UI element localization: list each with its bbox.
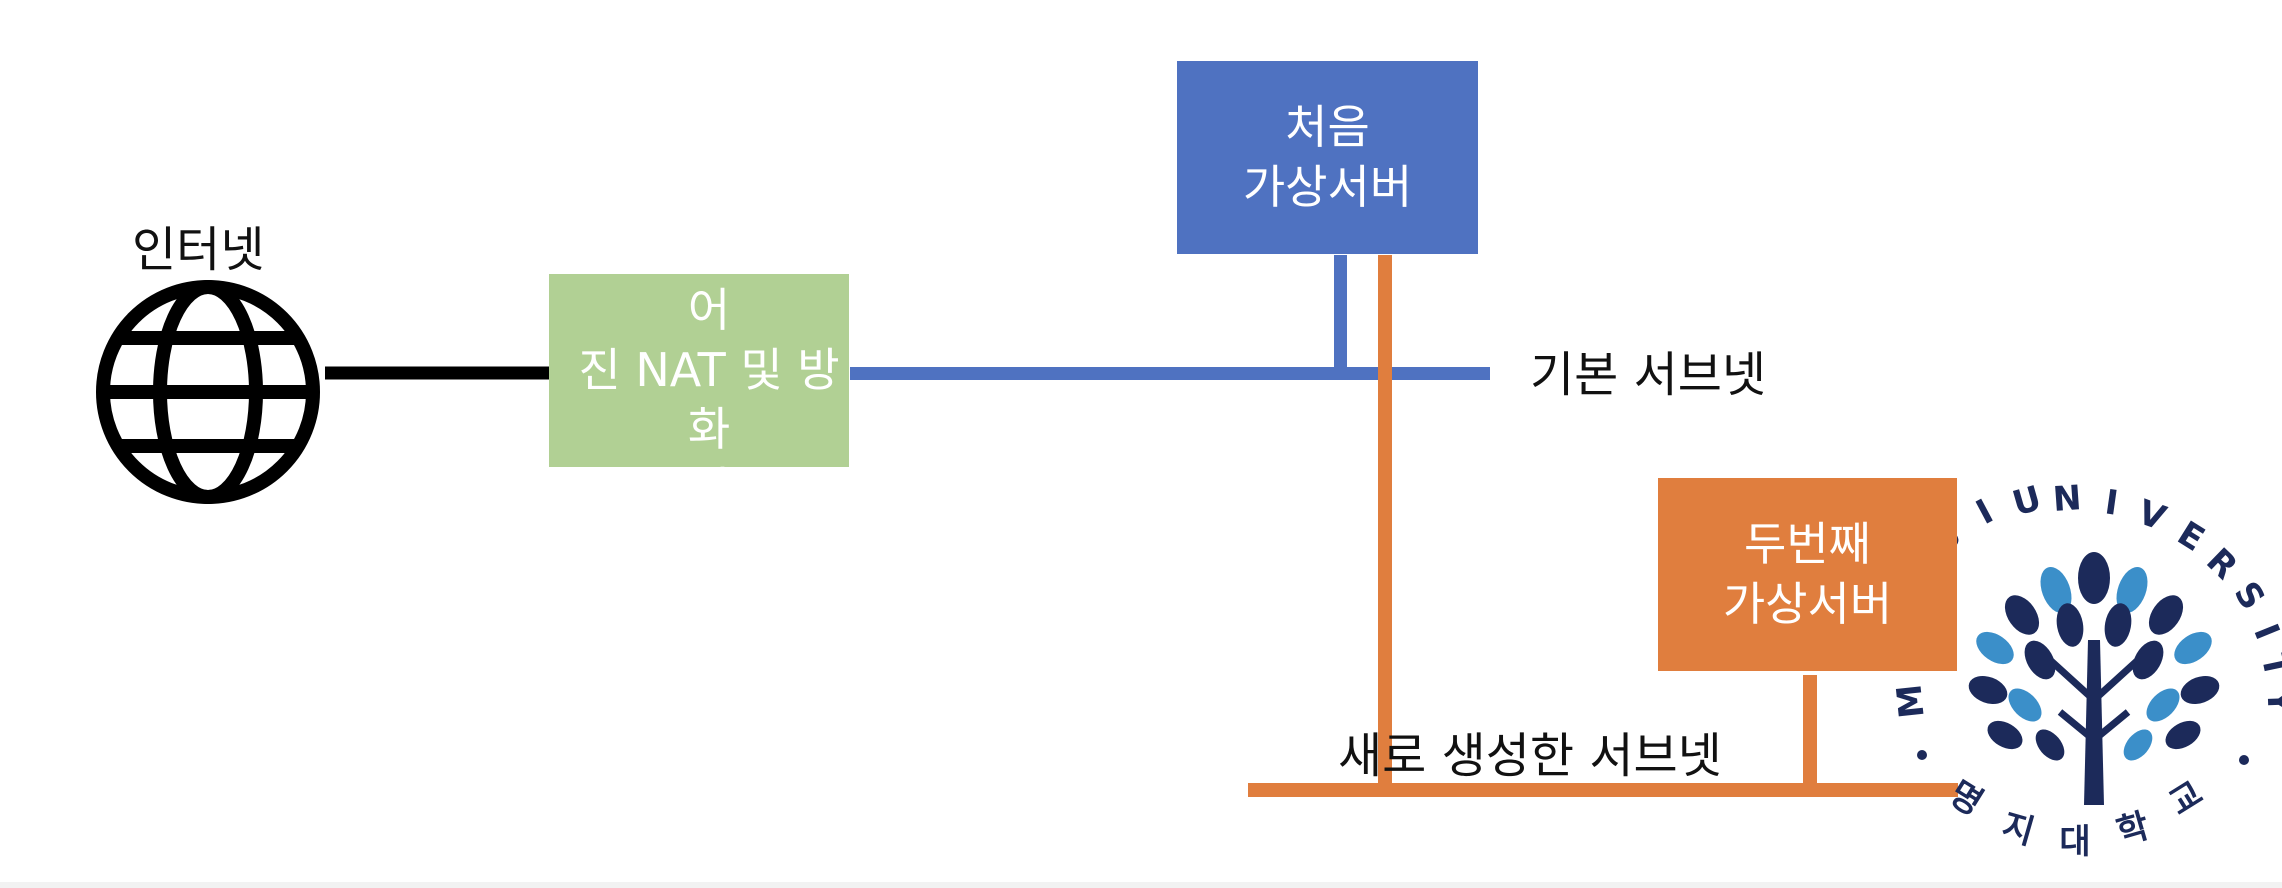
first-server-text: 처음 가상서버 <box>1242 99 1413 214</box>
svg-text:학: 학 <box>2112 806 2153 853</box>
svg-text:N: N <box>2052 478 2083 520</box>
nat-firewall-text: 묵시적으로 주어 진 NAT 및 방화 벽 <box>575 274 844 467</box>
svg-text:U: U <box>2008 478 2046 524</box>
svg-text:I: I <box>2102 482 2120 523</box>
svg-text:T: T <box>2253 650 2282 682</box>
globe-icon <box>96 280 320 504</box>
svg-text:E: E <box>2170 514 2211 560</box>
svg-text:S: S <box>2226 575 2273 618</box>
nat-firewall-box: 묵시적으로 주어 진 NAT 및 방화 벽 <box>549 274 849 467</box>
first-server-new-subnet-link <box>1378 255 1392 785</box>
new-subnet-label: 새로 생성한 서브넷 <box>1338 728 1722 784</box>
svg-text:대: 대 <box>2059 822 2090 862</box>
svg-text:명: 명 <box>1942 773 1990 823</box>
first-server-box: 처음 가상서버 <box>1177 61 1478 254</box>
svg-text:I: I <box>2245 619 2282 646</box>
first-server-uplink <box>1334 255 1347 373</box>
svg-text:R: R <box>2198 541 2245 588</box>
internet-label: 인터넷 <box>132 222 265 278</box>
default-subnet-label: 기본 서브넷 <box>1530 347 1767 403</box>
svg-text:지: 지 <box>1997 806 2038 853</box>
svg-text:I: I <box>1970 492 2000 533</box>
svg-text:M: M <box>1889 682 1932 720</box>
svg-text:Y: Y <box>2259 688 2282 715</box>
default-subnet-line <box>850 367 1490 380</box>
second-server-downlink <box>1803 675 1817 790</box>
second-server-box: 두번째 가상서버 <box>1658 478 1957 671</box>
svg-text:교: 교 <box>2162 773 2210 823</box>
new-subnet-line <box>1248 783 1958 797</box>
second-server-text: 두번째 가상서버 <box>1722 516 1893 631</box>
bottom-divider <box>0 882 2282 888</box>
svg-text:V: V <box>2133 492 2172 539</box>
